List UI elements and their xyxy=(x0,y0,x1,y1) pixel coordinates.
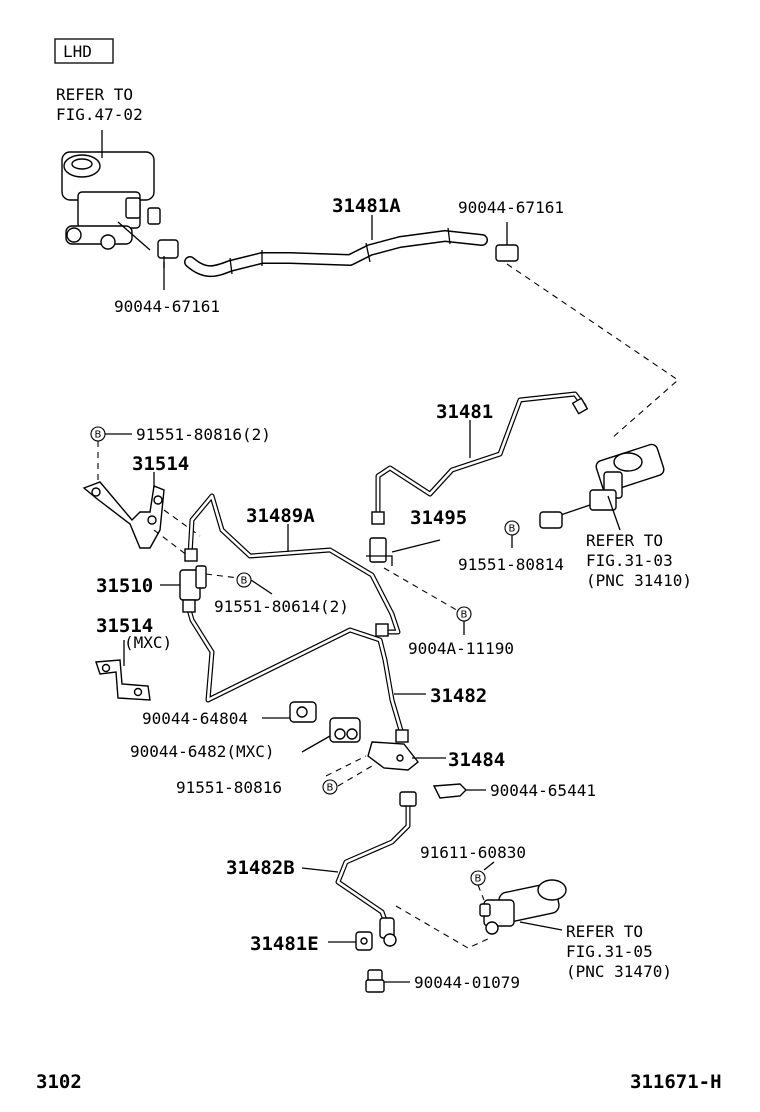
label-90044-65441: 90044-65441 xyxy=(490,781,596,800)
label-31482: 31482 xyxy=(430,685,487,707)
release-cylinder xyxy=(479,879,567,935)
clutch-master-cylinder xyxy=(539,443,665,531)
label-91611-60830: 91611-60830 xyxy=(420,843,526,862)
bracket-31484 xyxy=(367,741,419,771)
label-91551-80816-2: 91551-80816(2) xyxy=(136,425,271,444)
clutch-master-ref-1: REFER TO xyxy=(586,531,663,550)
bolt-marker-60830: B xyxy=(470,870,486,886)
clutch-master-ref-3: (PNC 31410) xyxy=(586,571,692,590)
svg-text:B: B xyxy=(509,524,516,535)
label-90044-64820: 90044-6482(MXC) xyxy=(130,742,275,761)
bolt-marker-80814: B xyxy=(504,520,520,536)
bolt-marker-11190: B xyxy=(456,606,472,622)
label-31514-mxc: 31514 xyxy=(96,615,153,637)
gasket-31481e xyxy=(355,931,373,951)
svg-text:B: B xyxy=(461,610,468,621)
svg-text:B: B xyxy=(95,430,102,441)
release-cyl-ref-1: REFER TO xyxy=(566,922,643,941)
label-90044-01079: 90044-01079 xyxy=(414,973,520,992)
bolt-marker-80816: B xyxy=(322,779,338,795)
label-91551-80814: 91551-80814 xyxy=(458,555,564,574)
svg-text:B: B xyxy=(327,783,334,794)
label-31510: 31510 xyxy=(96,575,153,597)
union-31510 xyxy=(179,565,207,601)
label-clip-top-left: 90044-67161 xyxy=(114,297,220,316)
label-31482b: 31482B xyxy=(226,857,295,879)
bolt-marker-80816-2: B xyxy=(90,426,106,442)
label-31514: 31514 xyxy=(132,453,189,475)
label-9004a-11190: 9004A-11190 xyxy=(408,639,514,658)
label-31481a: 31481A xyxy=(332,195,401,217)
master-cyl-ref-2: FIG.47-02 xyxy=(56,105,143,124)
master-cylinder xyxy=(61,151,161,251)
clutch-master-ref-2: FIG.31-03 xyxy=(586,551,673,570)
bracket-31514-mxc xyxy=(95,659,151,701)
master-cyl-ref-1: REFER TO xyxy=(56,85,133,104)
clamp-64804 xyxy=(289,701,317,723)
label-clip-top-right: 90044-67161 xyxy=(458,198,564,217)
label-31481e: 31481E xyxy=(250,933,319,955)
label-31481: 31481 xyxy=(436,401,493,423)
label-31489a: 31489A xyxy=(246,505,315,527)
label-90044-64804: 90044-64804 xyxy=(142,709,248,728)
bracket-31514 xyxy=(82,481,165,549)
label-31484: 31484 xyxy=(448,749,505,771)
hose-31481a xyxy=(184,227,488,278)
label-91551-80816: 91551-80816 xyxy=(176,778,282,797)
union-bolt-01079 xyxy=(365,969,385,993)
clamp-31495 xyxy=(366,537,393,566)
variant-label: LHD xyxy=(63,42,92,61)
variant-box: LHD xyxy=(54,38,114,64)
svg-text:B: B xyxy=(241,576,248,587)
page-number: 3102 xyxy=(36,1071,82,1093)
clip-65441 xyxy=(432,783,467,799)
hose-31482b xyxy=(335,791,417,947)
svg-text:B: B xyxy=(475,874,482,885)
release-cyl-ref-3: (PNC 31470) xyxy=(566,962,672,981)
label-mxc-note: (MXC) xyxy=(124,633,172,652)
bolt-marker-80614: B xyxy=(236,572,252,588)
label-91551-80614-2: 91551-80614(2) xyxy=(214,597,349,616)
clip-right xyxy=(495,222,519,262)
tube-31489a xyxy=(184,493,401,637)
diagram-code: 311671-H xyxy=(630,1071,722,1093)
label-31495: 31495 xyxy=(410,507,467,529)
clamp-64820 xyxy=(329,717,361,743)
tube-31482 xyxy=(182,599,409,743)
release-cyl-ref-2: FIG.31-05 xyxy=(566,942,653,961)
tube-31481 xyxy=(371,391,589,525)
clip-left xyxy=(157,239,179,268)
